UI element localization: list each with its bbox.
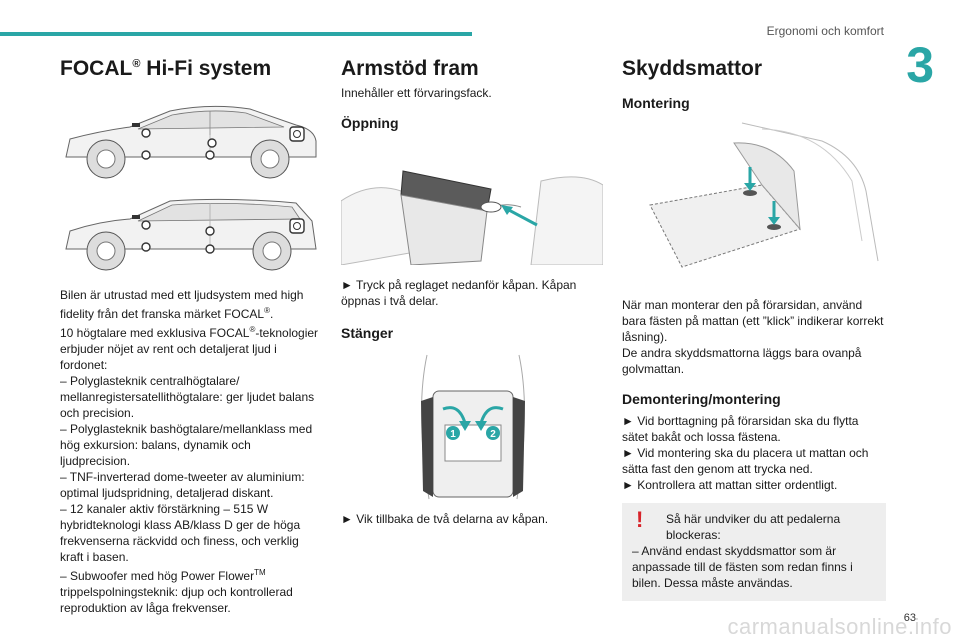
armrest-section: Armstöd fram Innehåller ett förvaringsfa…: [341, 50, 603, 527]
close-instructions: ► Vik tillbaka de två delarna av kåpan.: [341, 512, 549, 527]
page-number: 63: [903, 612, 916, 624]
open-instructions: ► Tryck på reglaget nedanför kåpan. Kåpa…: [341, 278, 577, 309]
callout-2: 2: [490, 429, 496, 440]
removal-step-3: ► Kontrollera att mattan sitter ordentli…: [622, 478, 838, 493]
mounting-text-others: De andra skyddsmattorna läggs bara ovanp…: [622, 346, 862, 377]
accent-bar: [0, 32, 472, 36]
floor-mats-title: Skyddsmattor: [622, 57, 763, 80]
focal-item-polyglass-bass: – Polyglasteknik bashögtalare/mellanklas…: [60, 422, 313, 469]
armrest-open-illustration: [341, 170, 603, 266]
chapter-number: 3: [906, 37, 934, 93]
armrest-close-illustration: 1 2: [420, 355, 526, 500]
armrest-title: Armstöd fram: [341, 57, 479, 80]
focal-item-amplifier: – 12 kanaler aktiv förstärkning – 515 W …: [60, 502, 301, 565]
focal-title: FOCAL® Hi-Fi system: [60, 57, 272, 80]
mounting-text-driver: När man monterar den på förarsidan, anvä…: [622, 298, 884, 345]
warning-text: – Använd endast skyddsmattor som är anpa…: [632, 544, 853, 591]
focal-intro: Bilen är utrustad med ett ljudsystem med…: [60, 288, 304, 322]
focal-speakers: 10 högtalare med exklusiva FOCAL®-teknol…: [60, 325, 319, 373]
estate-illustration: [65, 199, 317, 271]
removal-heading: Demontering/montering: [622, 391, 781, 408]
focal-item-tweeter: – TNF-inverterad dome-tweeter av alumini…: [60, 470, 305, 501]
close-heading: Stänger: [341, 325, 394, 342]
removal-step-1: ► Vid borttagning på förarsidan ska du f…: [622, 414, 859, 445]
warning-box: ! Så här undviker du att pedalerna block…: [622, 503, 886, 602]
floor-mats-section: Skyddsmattor Montering När man monterar …: [622, 50, 886, 602]
focal-section: FOCAL® Hi-Fi system Bilen är utrustad me…: [60, 50, 322, 616]
focal-item-subwoofer: – Subwoofer med hög Power FlowerTM tripp…: [60, 568, 293, 616]
watermark: carmanualsonline.info: [727, 614, 952, 639]
floor-mat-illustration: [649, 122, 879, 268]
mounting-heading: Montering: [622, 95, 690, 112]
sedan-illustration: [65, 106, 317, 179]
callout-1: 1: [450, 429, 456, 440]
armrest-intro: Innehåller ett förvaringsfack.: [341, 86, 492, 101]
warning-title: Så här undviker du att pedalerna blocker…: [666, 512, 841, 543]
removal-step-2: ► Vid montering ska du placera ut mattan…: [622, 446, 869, 477]
focal-item-polyglass-center: – Polyglasteknik centralhögtalare/ mella…: [60, 374, 315, 421]
section-header: Ergonomi och komfort: [766, 24, 884, 38]
open-heading: Öppning: [341, 115, 399, 132]
warning-icon: !: [636, 507, 644, 533]
